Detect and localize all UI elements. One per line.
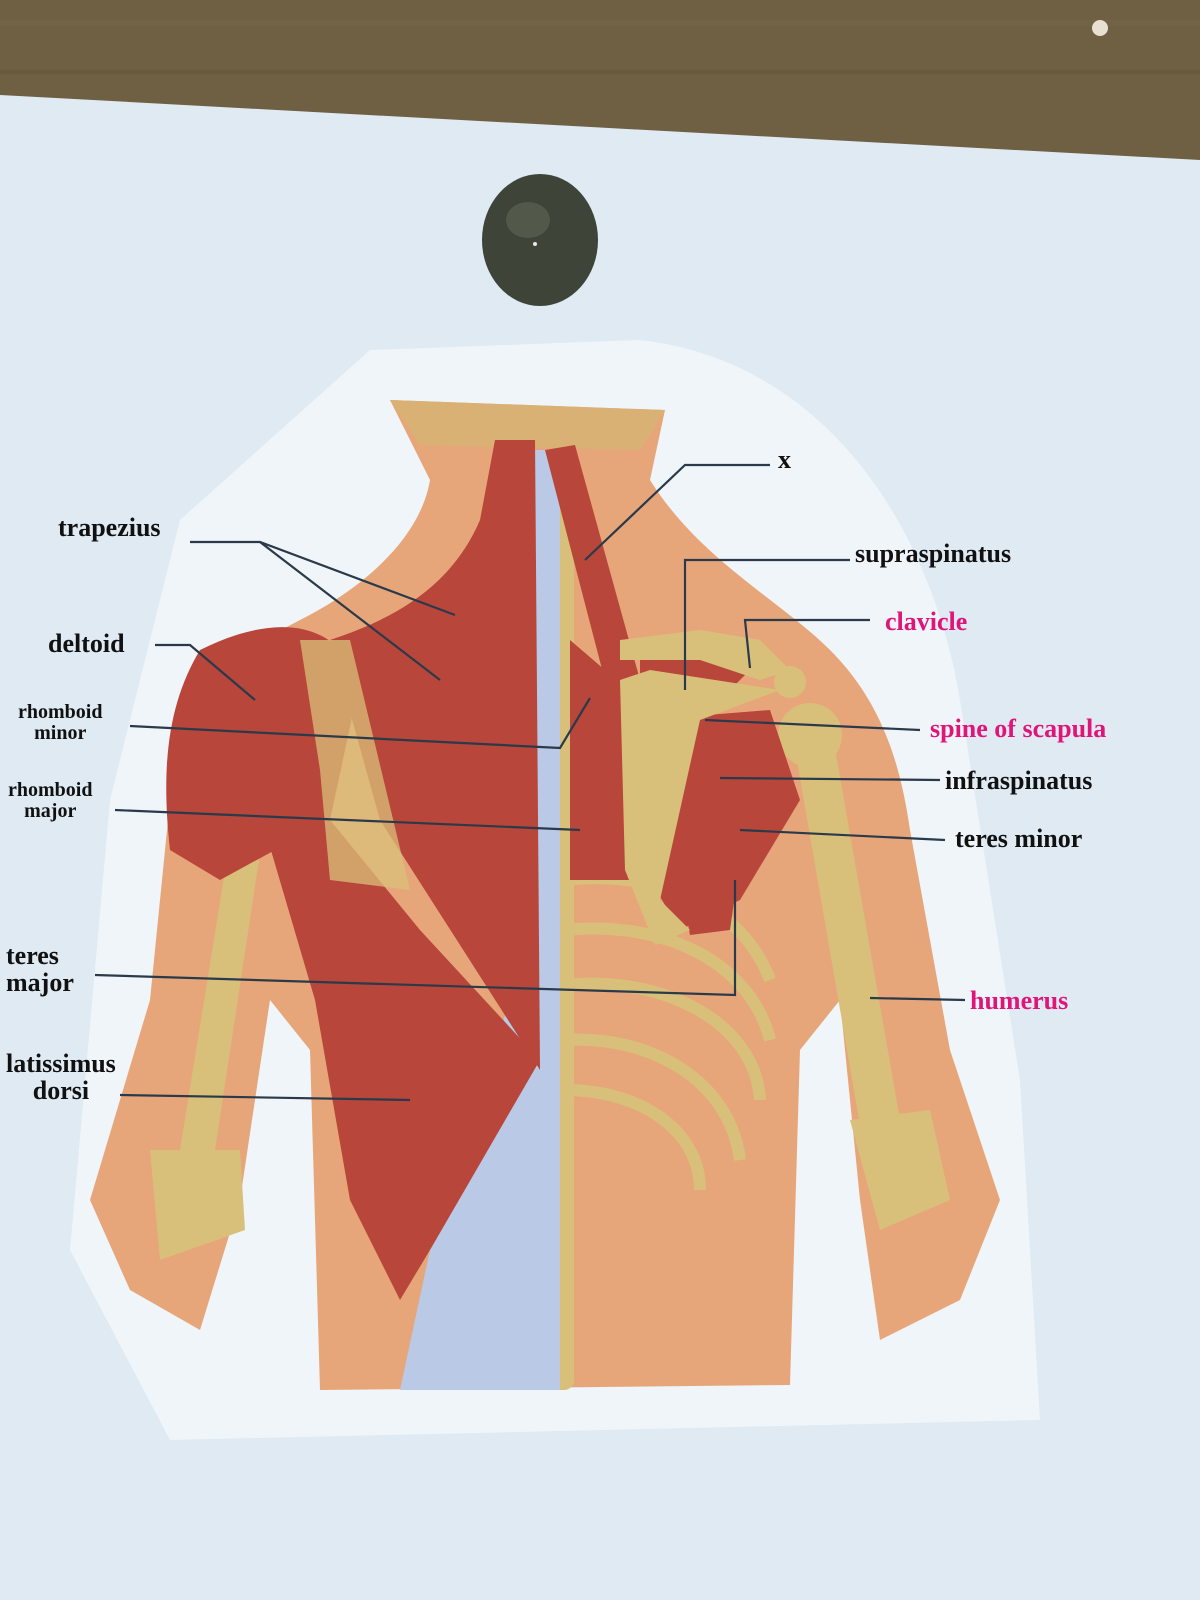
leader-clavicle (743, 618, 870, 669)
latissimus-dorsi-muscle (265, 820, 540, 1300)
skull-base (390, 400, 665, 450)
leader-rhomboid-minor (129, 697, 591, 750)
leader-supraspinatus (683, 558, 850, 690)
label-rhomboid-minor: rhomboid minor (18, 701, 103, 744)
label-trapezius: trapezius (58, 513, 161, 542)
leader-infraspinatus (719, 776, 941, 782)
push-pin-icon (482, 174, 598, 306)
label-x: x (778, 445, 791, 474)
leader-humerus (869, 996, 966, 1002)
leader-latissimus-dorsi (119, 1093, 411, 1102)
label-infraspinatus: infraspinatus (945, 766, 1093, 795)
trapezius-muscle (330, 440, 540, 1070)
left-scapula (300, 640, 410, 890)
label-teres-major: teres major (6, 941, 74, 998)
label-spine-of-scapula: spine of scapula (930, 714, 1107, 743)
leader-deltoid (155, 643, 256, 701)
leader-rhomboid-major (114, 808, 581, 832)
label-clavicle: clavicle (885, 607, 968, 636)
leader-x (584, 463, 770, 561)
label-deltoid: deltoid (48, 629, 125, 658)
leader-lines (94, 463, 966, 1102)
label-humerus: humerus (970, 986, 1069, 1015)
right-humerus-bone (778, 703, 950, 1230)
leader-trapezius-2 (259, 541, 441, 681)
label-supraspinatus: supraspinatus (855, 539, 1012, 568)
label-latissimus-dorsi: latissimus dorsi (6, 1049, 116, 1106)
left-humerus-bone (150, 840, 262, 1260)
leader-spine-of-scapula (704, 718, 921, 732)
label-teres-minor: teres minor (955, 824, 1083, 853)
leader-teres-major (94, 880, 737, 997)
levator-scapulae-muscle (545, 445, 640, 700)
label-rhomboid-major: rhomboid major (8, 779, 93, 822)
teres-major-muscle (680, 860, 740, 935)
leader-teres-minor (739, 828, 946, 842)
scapula-spine (620, 670, 780, 945)
